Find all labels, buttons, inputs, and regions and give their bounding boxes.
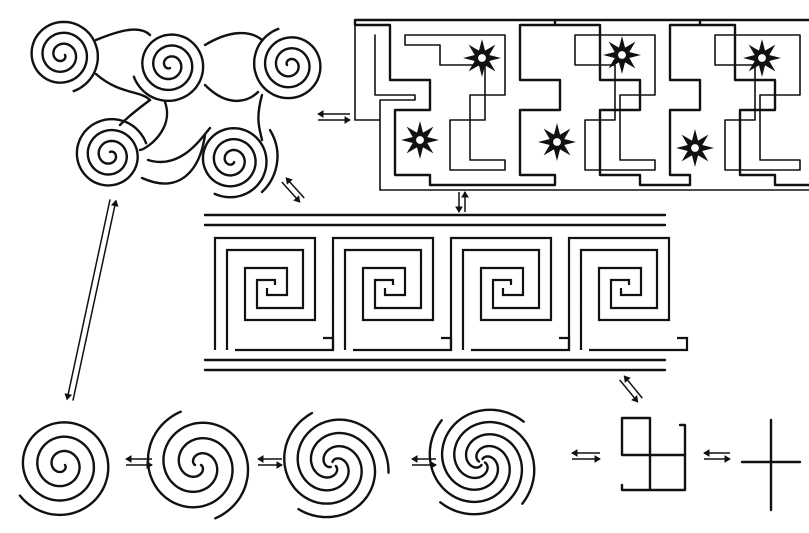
star-center bbox=[618, 51, 626, 59]
greek-key-unit bbox=[215, 238, 333, 350]
double-arrow-icon bbox=[282, 178, 304, 202]
spiral-arm bbox=[77, 119, 146, 185]
spiral-arm bbox=[203, 128, 267, 197]
simple-cross bbox=[742, 420, 800, 510]
double-arrow-icon bbox=[258, 456, 282, 468]
spiral-double bbox=[148, 412, 248, 519]
star-center bbox=[758, 54, 766, 62]
star-icon bbox=[678, 131, 712, 165]
spiral-connector bbox=[96, 30, 150, 40]
greek-key-unit bbox=[569, 238, 687, 350]
double-arrow-icon bbox=[704, 450, 730, 462]
arrow-head bbox=[65, 394, 71, 399]
spiral-connector bbox=[96, 74, 150, 100]
star-icon bbox=[465, 41, 499, 75]
greek-key-path bbox=[451, 238, 569, 350]
spiral-glyph bbox=[32, 22, 98, 91]
spiral-connector bbox=[205, 85, 258, 101]
double-arrow-icon bbox=[572, 450, 600, 462]
greek-key-path bbox=[215, 238, 333, 350]
arrow-head bbox=[112, 201, 118, 206]
arrow-head bbox=[277, 462, 282, 468]
spiral-connector bbox=[205, 33, 262, 45]
double-arrow-icon bbox=[456, 192, 468, 212]
star-center bbox=[416, 136, 424, 144]
arrow-head bbox=[318, 111, 323, 117]
spiral-arm bbox=[20, 422, 108, 515]
arrow-head bbox=[258, 456, 263, 462]
spiral-arm bbox=[134, 35, 203, 101]
arrow-head bbox=[595, 456, 600, 462]
star-center bbox=[478, 54, 486, 62]
double-arrow-icon bbox=[620, 376, 643, 402]
star-icon bbox=[403, 123, 437, 157]
meander-inner-line bbox=[375, 35, 800, 190]
spiral-connector bbox=[148, 128, 210, 162]
arrow-head bbox=[572, 450, 577, 456]
double-arrow-icon bbox=[412, 456, 436, 468]
spiral-glyph bbox=[77, 119, 146, 185]
greek-key-unit bbox=[333, 238, 451, 350]
double-arrow-icon bbox=[318, 111, 350, 123]
spiral-arm bbox=[32, 22, 98, 91]
arrow-head bbox=[126, 456, 131, 462]
arrow-shaft bbox=[73, 201, 116, 401]
greek-key-path bbox=[569, 238, 687, 350]
greek-key-path bbox=[333, 238, 451, 350]
greek-key-band bbox=[205, 215, 687, 370]
spiral-glyph bbox=[134, 35, 203, 101]
arrow-head bbox=[462, 192, 468, 197]
arrow-head bbox=[345, 117, 350, 123]
spiral-connector bbox=[140, 102, 167, 150]
arrow-head bbox=[412, 456, 417, 462]
arrow-head bbox=[456, 207, 462, 212]
spiral-glyph bbox=[254, 29, 320, 98]
hooked-cross-shape bbox=[622, 418, 685, 490]
arrow-shaft bbox=[67, 199, 110, 399]
spiral-quad bbox=[430, 410, 534, 514]
spiral-connector bbox=[262, 130, 278, 192]
star-center bbox=[691, 144, 699, 152]
spiral-arm bbox=[254, 29, 320, 98]
spiral-glyph bbox=[203, 128, 267, 197]
spiral-connector bbox=[120, 100, 150, 125]
star-center bbox=[553, 138, 561, 146]
star-icon bbox=[745, 41, 779, 75]
meander-with-stars bbox=[355, 20, 809, 190]
swastika-key bbox=[622, 418, 685, 490]
arrow-head bbox=[431, 462, 436, 468]
arrow-head bbox=[725, 456, 730, 462]
triskele-spiral-cluster bbox=[32, 22, 321, 197]
spiral-single bbox=[20, 422, 108, 515]
star-icon bbox=[540, 125, 574, 159]
star-icon bbox=[605, 38, 639, 72]
arrow-head bbox=[704, 450, 709, 456]
transition-arrows bbox=[65, 111, 730, 468]
spiral-triple bbox=[284, 413, 388, 517]
long-double-arrow-icon bbox=[65, 199, 118, 400]
greek-key-unit bbox=[451, 238, 569, 350]
spiral-connector bbox=[258, 95, 262, 140]
